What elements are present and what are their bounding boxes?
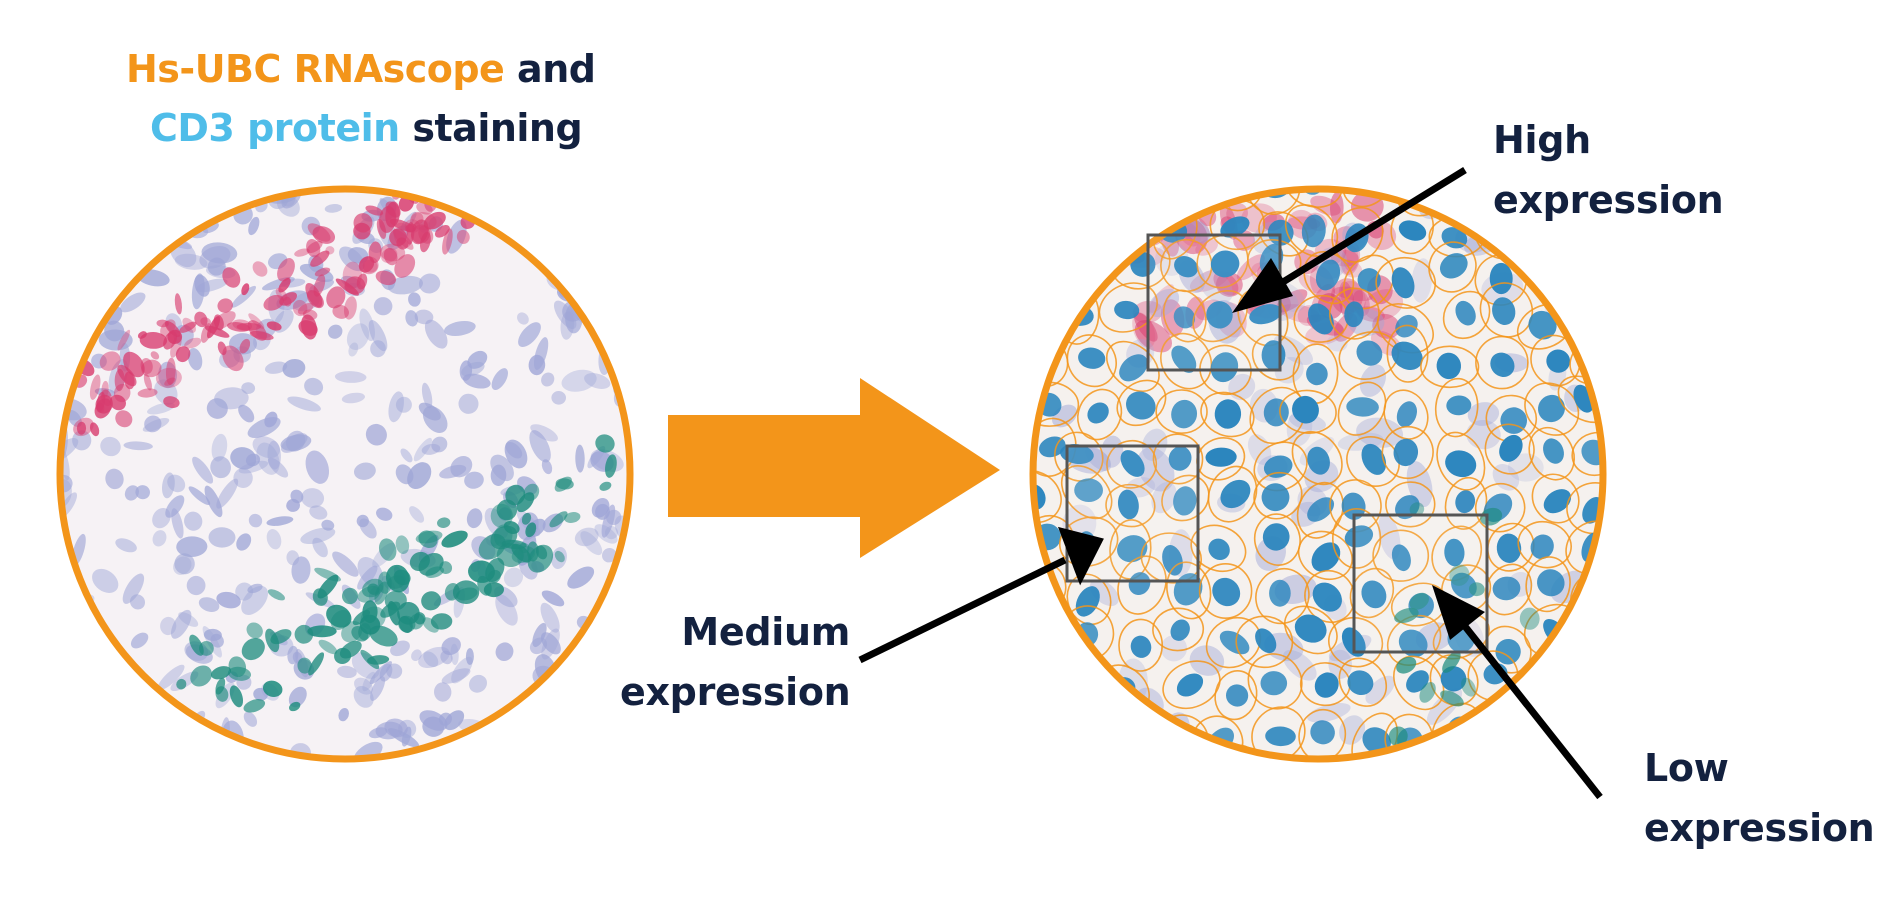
medium-expression-arrow	[858, 526, 1104, 664]
medium-expression-label: Medium expression	[620, 602, 851, 722]
raw-micrograph	[56, 185, 634, 763]
low-label-line2: expression	[1644, 806, 1875, 850]
high-expression-arrow	[1232, 167, 1467, 313]
low-expression-arrow	[1432, 585, 1603, 800]
title-cd3-protein: CD3 protein	[150, 106, 400, 150]
title-line-2: CD3 protein staining	[150, 106, 583, 150]
low-expression-label: Low expression	[1644, 738, 1875, 858]
right-circle-border	[1029, 185, 1607, 763]
medium-label-line2: expression	[620, 670, 851, 714]
title-and: and	[504, 47, 596, 91]
high-expression-label: High expression	[1493, 110, 1724, 230]
title-staining: staining	[399, 106, 583, 150]
high-label-line2: expression	[1493, 178, 1724, 222]
title-line-1: Hs-UBC RNAscope and	[126, 47, 596, 91]
high-label-line1: High	[1493, 118, 1591, 162]
low-label-line1: Low	[1644, 746, 1729, 790]
left-circle-border	[56, 185, 634, 763]
process-arrow	[668, 378, 1000, 558]
medium-label-line1: Medium	[681, 610, 850, 654]
title-rnascope: Hs-UBC RNAscope	[126, 47, 505, 91]
